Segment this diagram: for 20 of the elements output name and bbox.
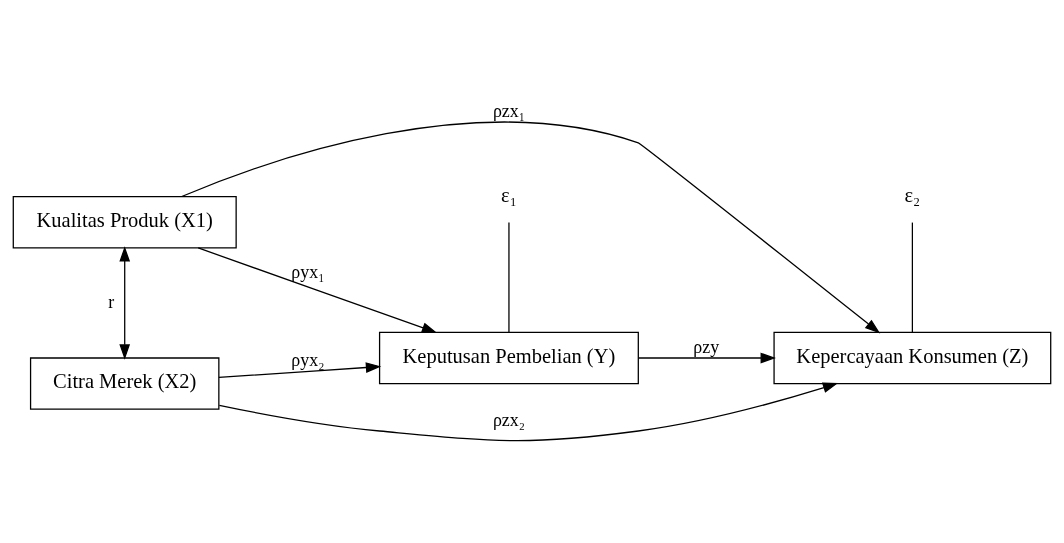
connector <box>508 221 510 333</box>
node-box: Keputusan Pembelian (Y) <box>378 331 639 384</box>
arrow <box>218 361 382 378</box>
edge-label: ρzy <box>693 336 720 357</box>
edge-label: ρyx₁ <box>291 261 325 282</box>
arrow <box>638 352 776 363</box>
arrow <box>218 382 839 441</box>
edge-label: ρzx₁ <box>492 100 525 121</box>
node-text: ε₁ <box>501 182 517 205</box>
connector <box>911 221 914 333</box>
arrow <box>197 246 438 333</box>
edge-label: ρzx₂ <box>492 409 525 430</box>
arrow <box>119 245 131 360</box>
node-box: Citra Merek (X2) <box>29 356 220 410</box>
edge-label: ρyx₂ <box>291 349 325 370</box>
node-text: ε₂ <box>904 182 921 205</box>
node-box: Kualitas Produk (X1) <box>12 195 237 248</box>
arrow <box>181 121 881 333</box>
edge-label: r <box>108 291 115 312</box>
node-box: Kepercayaan Konsumen (Z) <box>773 331 1052 384</box>
